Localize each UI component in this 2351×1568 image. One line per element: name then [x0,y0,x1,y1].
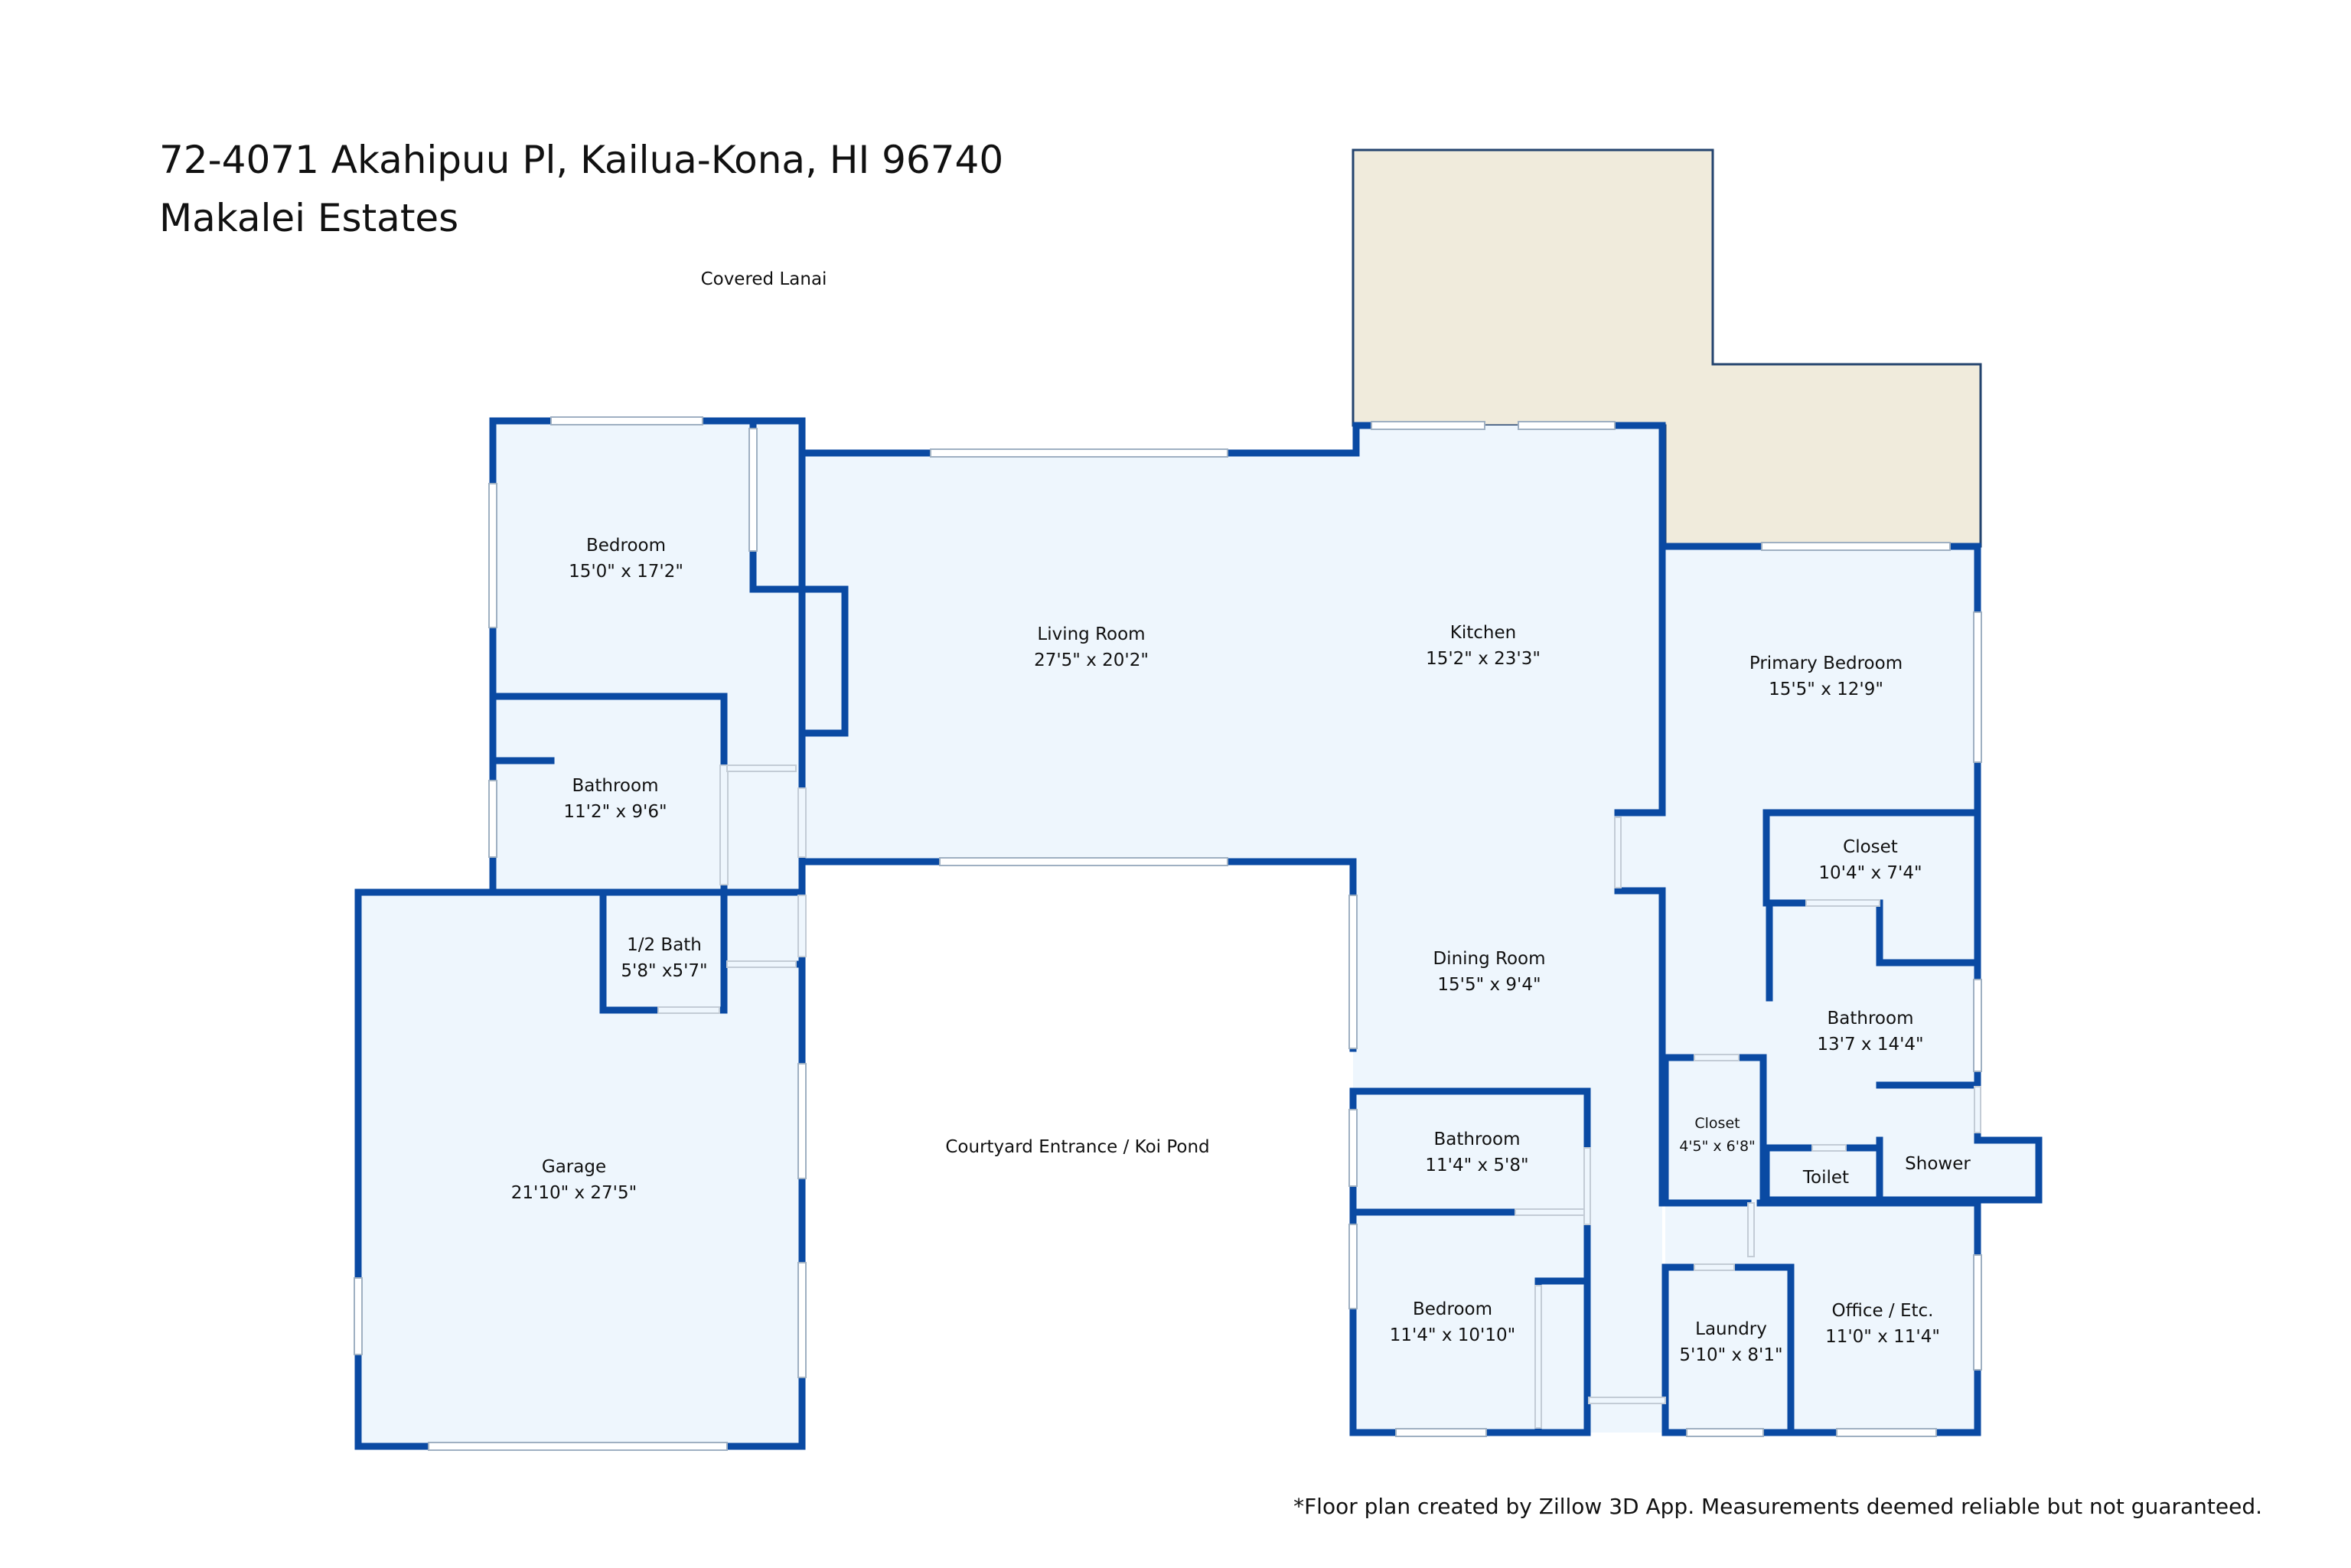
room-name-closet-primary: Closet [1843,837,1898,857]
room-dims-bathroom-west: 11'2" x 9'6" [563,802,667,822]
subdivision-name: Makalei Estates [159,196,459,240]
room-dims-bathroom-south: 11'4" x 5'8" [1425,1156,1528,1175]
room-labels: Covered Lanai Bedroom 15'0" x 17'2" Bath… [511,269,1971,1365]
room-dims-closet-small: 4'5" x 6'8" [1679,1138,1756,1155]
room-name-garage: Garage [542,1157,606,1177]
room-name-dining-room: Dining Room [1433,949,1545,969]
area-name-courtyard: Courtyard Entrance / Koi Pond [945,1137,1209,1157]
room-dims-closet-primary: 10'4" x 7'4" [1818,863,1922,883]
room-name-kitchen: Kitchen [1450,623,1516,643]
room-dims-living-room: 27'5" x 20'2" [1034,650,1149,670]
room-name-bathroom-west: Bathroom [572,776,659,796]
room-dims-bathroom-primary: 13'7 x 14'4" [1817,1035,1923,1055]
room-name-primary-bedroom: Primary Bedroom [1749,654,1903,673]
room-name-toilet: Toilet [1802,1168,1849,1188]
room-dims-garage: 21'10" x 27'5" [511,1183,637,1203]
windows [354,416,1982,1451]
room-dims-kitchen: 15'2" x 23'3" [1426,649,1541,669]
room-name-shower: Shower [1905,1154,1971,1174]
door-openings [657,764,1981,1429]
walls [354,417,2043,1450]
room-name-half-bath: 1/2 Bath [627,935,702,955]
room-name-office: Office / Etc. [1831,1301,1933,1321]
room-name-bedroom-south: Bedroom [1413,1299,1492,1319]
room-dims-primary-bedroom: 15'5" x 12'9" [1769,680,1883,699]
room-dims-half-bath: 5'8" x5'7" [621,961,707,981]
room-name-closet-small: Closet [1694,1115,1740,1132]
room-dims-bedroom-west: 15'0" x 17'2" [569,562,683,582]
room-name-covered-lanai: Covered Lanai [701,269,827,289]
disclaimer-text: *Floor plan created by Zillow 3D App. Me… [1293,1494,2262,1519]
room-name-bedroom-west: Bedroom [586,536,666,556]
room-dims-dining-room: 15'5" x 9'4" [1437,975,1541,995]
room-name-bathroom-south: Bathroom [1434,1130,1521,1149]
property-address: 72-4071 Akahipuu Pl, Kailua-Kona, HI 967… [159,138,1004,182]
room-dims-office: 11'0" x 11'4" [1825,1327,1940,1347]
room-name-bathroom-primary: Bathroom [1828,1009,1914,1028]
room-name-living-room: Living Room [1037,624,1145,644]
room-dims-bedroom-south: 11'4" x 10'10" [1390,1325,1515,1345]
room-name-laundry: Laundry [1695,1319,1767,1339]
room-dims-laundry: 5'10" x 8'1" [1679,1345,1782,1365]
